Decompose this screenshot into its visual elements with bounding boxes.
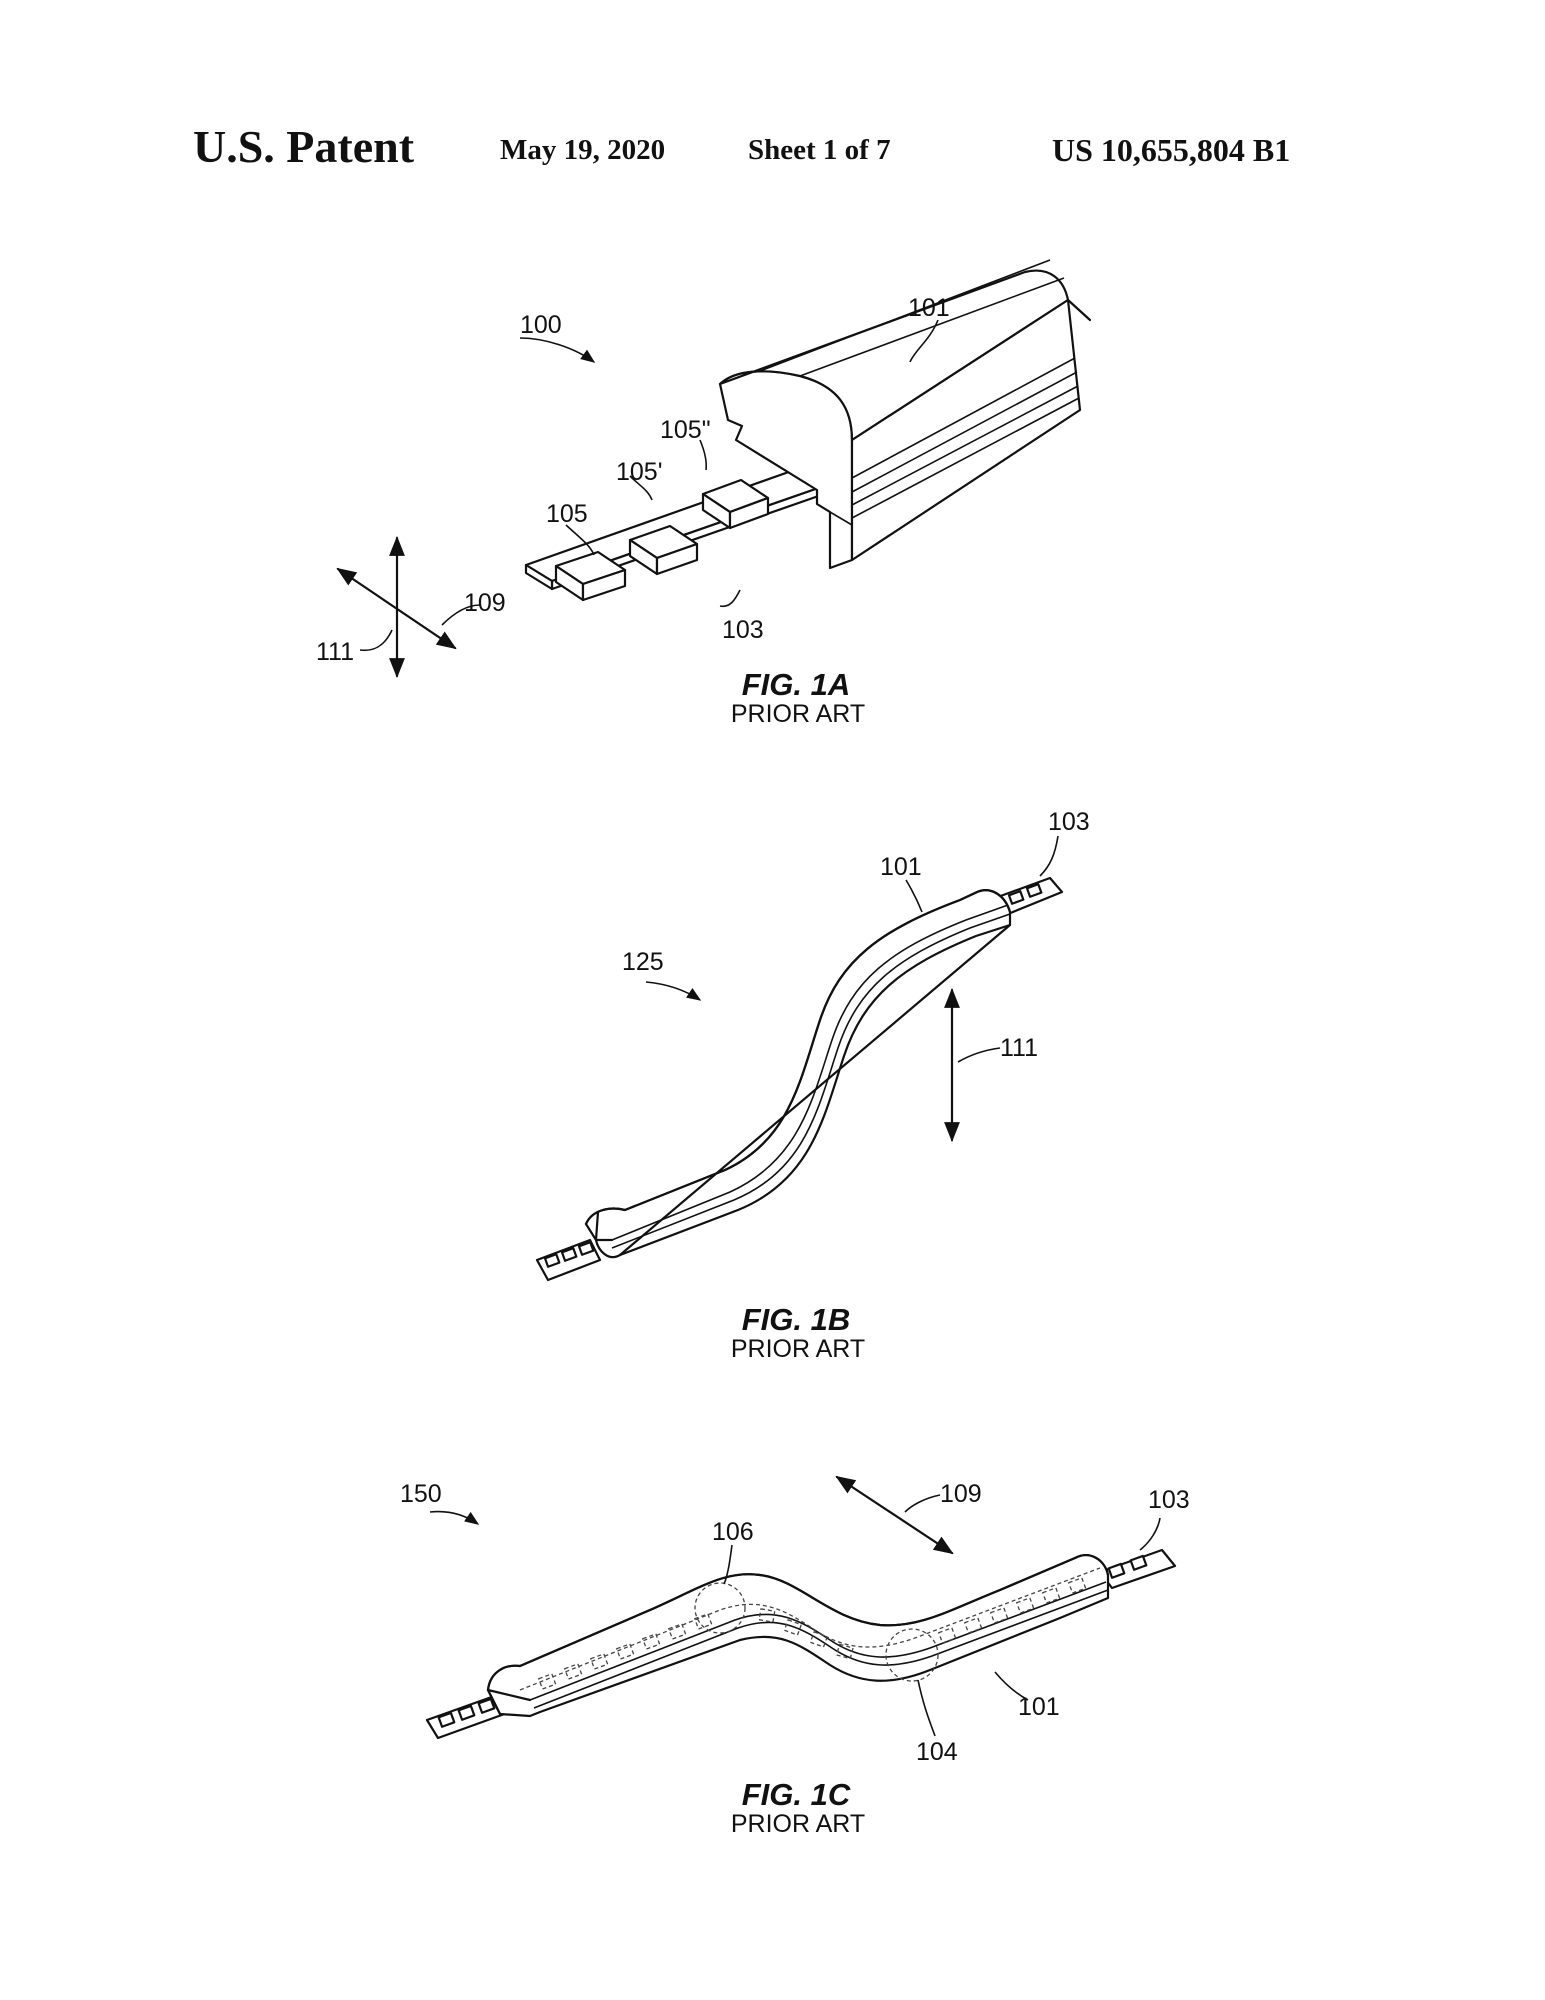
ref-101-1b: 101 (880, 853, 922, 881)
ref-111: 111 (316, 638, 354, 666)
fig-1b-title: FIG. 1B (742, 1302, 851, 1337)
ref-104: 104 (916, 1738, 958, 1766)
header-patent-number: US 10,655,804 B1 (1052, 132, 1291, 168)
fig-1a-drawing (336, 259, 1092, 678)
ref-103-1b: 103 (1048, 808, 1090, 836)
fig-1a-title: FIG. 1A (742, 667, 851, 702)
ref-106: 106 (712, 1518, 754, 1546)
fig-1b-drawing (535, 835, 1064, 1282)
header-patent-label: U.S. Patent (193, 121, 415, 172)
ref-105-prime: 105' (616, 458, 662, 486)
ref-105: 105 (546, 500, 588, 528)
ref-150: 150 (400, 1480, 442, 1508)
header-sheet: Sheet 1 of 7 (748, 134, 891, 166)
fig-1b-subtitle: PRIOR ART (731, 1335, 865, 1363)
ref-103: 103 (722, 616, 764, 644)
fig-1c-subtitle: PRIOR ART (731, 1810, 865, 1838)
ref-101-1c: 101 (1018, 1693, 1060, 1721)
ref-125: 125 (622, 948, 664, 976)
fig-1c-title: FIG. 1C (742, 1777, 851, 1812)
ref-111-1b: 111 (1000, 1034, 1038, 1062)
ref-100: 100 (520, 311, 562, 339)
ref-109: 109 (464, 589, 506, 617)
fig-1a-subtitle: PRIOR ART (731, 700, 865, 728)
header-date: May 19, 2020 (500, 134, 666, 166)
ref-103-1c: 103 (1148, 1486, 1190, 1514)
fig-1c-drawing (425, 1475, 1177, 1740)
ref-105-double-prime: 105" (660, 416, 711, 444)
ref-101: 101 (908, 294, 950, 322)
ref-109-1c: 109 (940, 1480, 982, 1508)
